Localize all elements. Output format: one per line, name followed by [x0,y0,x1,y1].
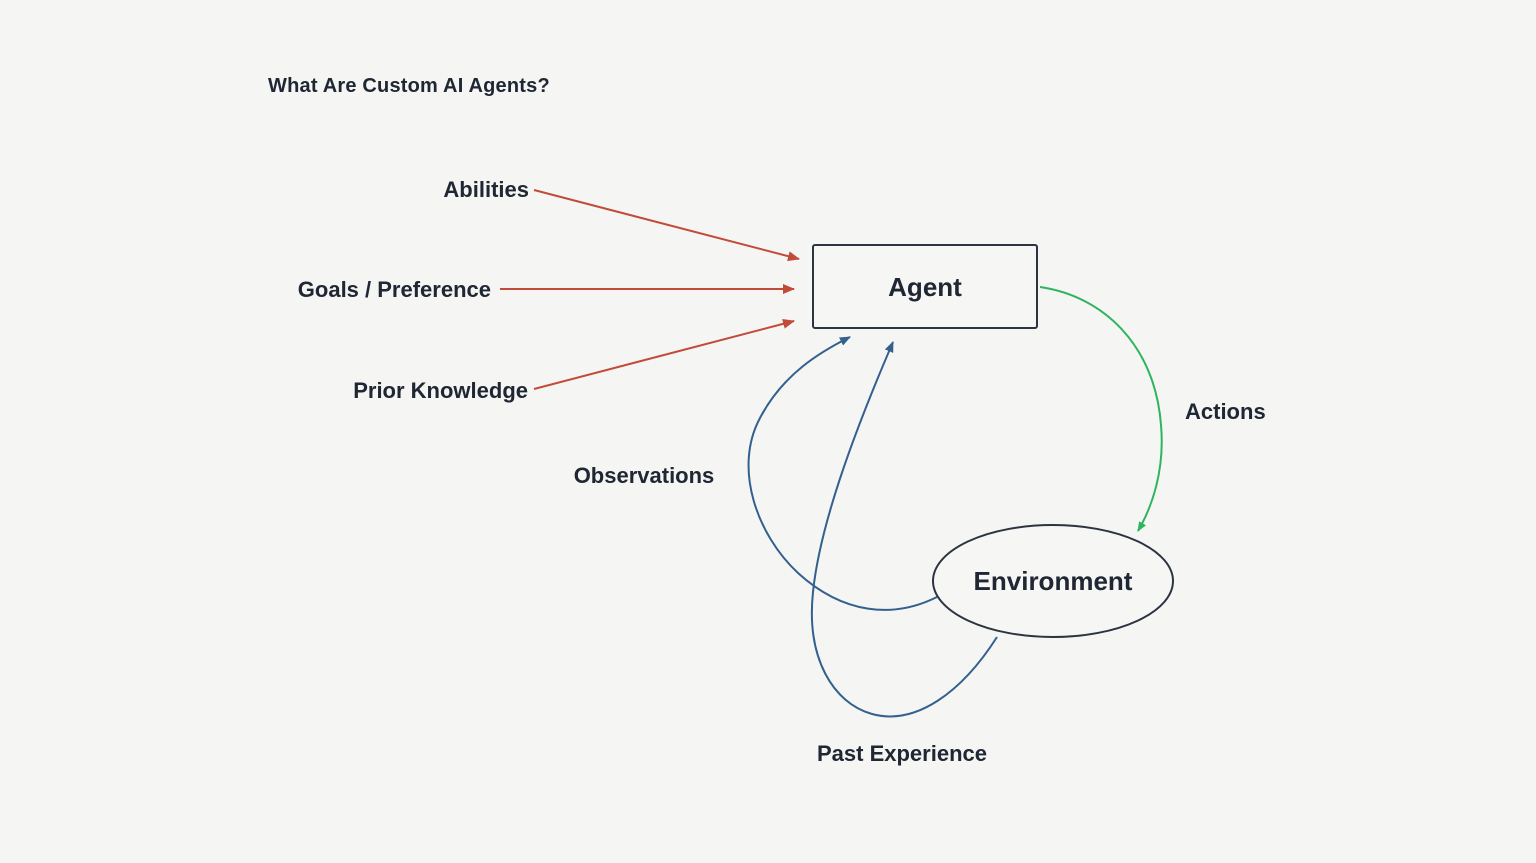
past-experience-label: Past Experience [817,741,987,766]
goals-preference-label: Goals / Preference [298,277,491,302]
environment-label: Environment [974,566,1133,596]
diagram-title: What Are Custom AI Agents? [268,75,550,97]
agent-box [812,244,1038,329]
abilities-label: Abilities [443,177,529,202]
prior-knowledge-label: Prior Knowledge [353,378,528,403]
observations-label: Observations [574,463,715,488]
observations-arrow [747,336,938,611]
agent-label: Agent [888,272,962,302]
past-experience-arrow [810,341,998,718]
environment-node: Environment [932,524,1174,638]
actions-arrow [1039,286,1163,532]
environment-ellipse [932,524,1174,638]
agent-node: Agent [812,244,1038,329]
actions-label: Actions [1185,399,1266,424]
prior-knowledge-arrow [533,318,795,390]
abilities-arrow [533,189,800,262]
